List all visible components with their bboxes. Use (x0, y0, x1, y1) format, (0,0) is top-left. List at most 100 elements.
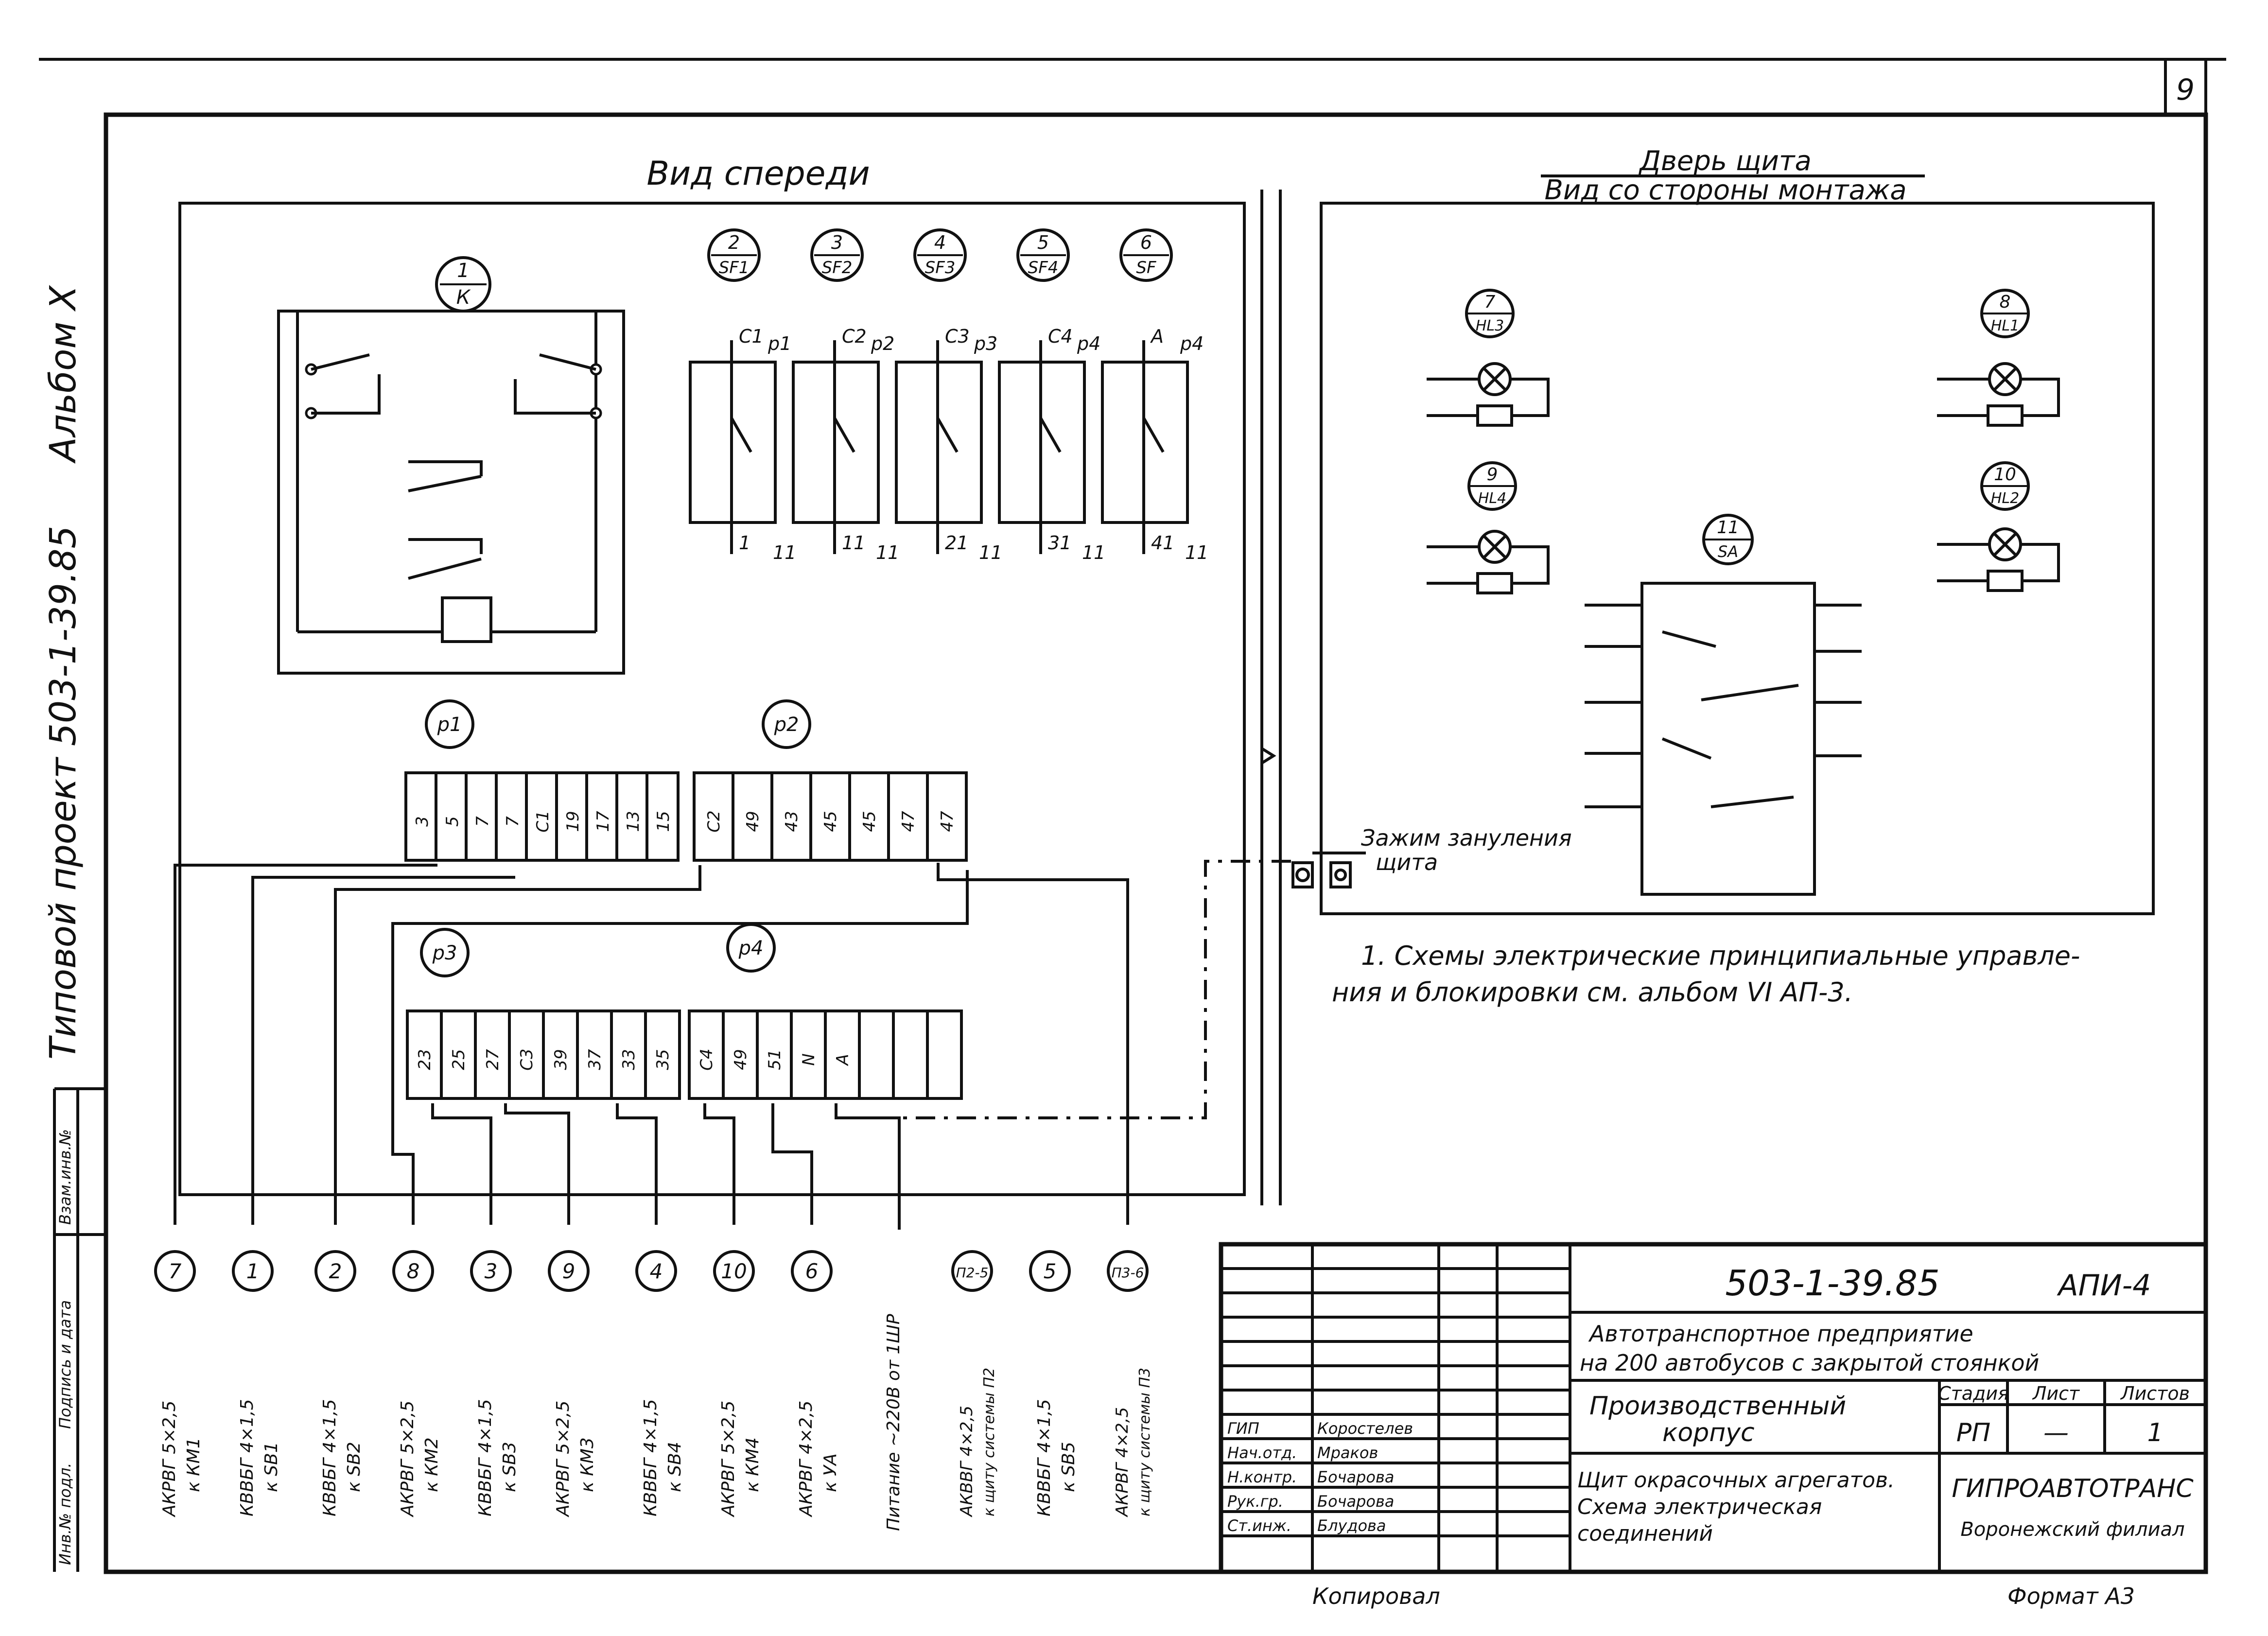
p1-cell: С1 (533, 810, 553, 832)
cable-number: 1 (246, 1259, 260, 1283)
door-title-2: Вид со стороны монтажа (1544, 174, 1906, 206)
breaker-sf4-in: С4 (1048, 326, 1073, 347)
ground-label-2: щита (1376, 849, 1438, 875)
lamp-hl4-code: НL4 (1478, 490, 1506, 507)
project-side-title: Типовой проект 503-1-39.85 (42, 525, 84, 1060)
sheet-value: — (2043, 1418, 2069, 1447)
breaker-sf4-out2: 11 (1082, 542, 1105, 563)
ground-clamp: Зажим зануления щита (1291, 825, 1572, 888)
breaker-sf2-code: SF2 (822, 258, 853, 278)
breaker-sf2-in2: р2 (871, 333, 894, 354)
relay-k: 1 К (277, 256, 625, 675)
cable-spec: КВВБГ 4×1,5 (641, 1399, 661, 1516)
internal-wiring (174, 860, 1295, 1230)
p2-cell: 47 (938, 811, 957, 832)
p4-cell: А (833, 1054, 853, 1066)
p3-cell: 33 (619, 1049, 639, 1070)
p1-cell: 5 (443, 816, 462, 827)
staff-role: Н.контр. (1227, 1468, 1297, 1486)
breaker-sf3-out2: 11 (979, 542, 1002, 563)
staff-role: Рук.гр. (1227, 1492, 1283, 1511)
cable-number: 4 (650, 1259, 663, 1283)
breaker-sf1-out2: 11 (773, 542, 796, 563)
staff-role: Ст.инж. (1227, 1516, 1291, 1535)
cable-number: 10 (721, 1259, 747, 1283)
p1-cell: 17 (593, 811, 613, 832)
p2-cell: 47 (899, 811, 918, 832)
format-label: Формат А3 (2007, 1583, 2135, 1609)
stamp-column: Инв.№ подл. Подпись и дата Взам.инв.№ (53, 1087, 106, 1572)
door-title-1: Дверь щита (1638, 145, 1812, 177)
breaker-sf-code: SF (1136, 258, 1156, 278)
lamp-hl4: 9 НL4 (1427, 461, 1550, 594)
lamp-hl3-number: 7 (1484, 292, 1496, 312)
album-side-title: Альбом X (42, 284, 84, 464)
breaker-sf4-code: SF4 (1028, 258, 1059, 278)
lamp-hl3: 7 НL3 (1427, 289, 1550, 427)
building-1: Производственный (1589, 1392, 1846, 1421)
cable-dest: к УА (820, 1453, 840, 1492)
drawing-title-1: Щит окрасочных агрегатов. (1577, 1468, 1895, 1493)
p3-cell: 39 (551, 1049, 571, 1070)
cable-list: 7 АКРВГ 5×2,5 к КМ1 1 КВВБГ 4×1,5 к SB1 … (154, 1250, 1153, 1531)
stamp-signature-date: Подпись и дата (56, 1300, 74, 1429)
p2-cell: С2 (704, 810, 724, 832)
breaker-sf-out: 41 (1151, 532, 1174, 554)
switch-sa-number: 11 (1717, 518, 1739, 538)
relay-k-number: 1 (457, 260, 469, 282)
terminal-block-p1: р1 3 5 7 7 С1 19 17 13 15 (404, 699, 680, 862)
sheet-frame (104, 112, 2208, 1574)
p3-cell: С3 (517, 1048, 537, 1070)
cable-dest: к КМ1 (184, 1437, 204, 1492)
stage-header: Стадия (1938, 1383, 2009, 1404)
cable-spec: КВВБГ 4×1,5 (237, 1399, 257, 1516)
cable-dest: к SB2 (344, 1442, 364, 1492)
sheet-code: АПИ-4 (2057, 1269, 2151, 1303)
breaker-sf-in2: р4 (1180, 333, 1204, 354)
breaker-sf2-out: 11 (842, 532, 865, 554)
stamp-replacement-inv: Взам.инв.№ (56, 1129, 74, 1225)
breaker-sf1-code: SF1 (719, 258, 750, 278)
sheet-number-box (2164, 58, 2207, 116)
lamp-hl2-code: НL2 (1991, 490, 2019, 507)
staff-name: Коростелев (1317, 1419, 1413, 1438)
breaker-sf2-out2: 11 (876, 542, 899, 563)
lamp-hl1: 8 НL1 (1937, 289, 2060, 427)
doc-code: 503-1-39.85 (1725, 1263, 1939, 1304)
cable-spec: КВВБГ 4×1,5 (320, 1399, 340, 1516)
breaker-sf3-in: С3 (945, 326, 970, 347)
p4-cell: 51 (765, 1049, 785, 1070)
p2-cell: 45 (860, 811, 879, 832)
front-view-panel (178, 202, 1246, 1196)
terminal-block-p4: р4 С4 49 51 N А (688, 923, 963, 1100)
lamp-hl1-number: 8 (2000, 292, 2011, 312)
p1-cell: 15 (654, 811, 673, 832)
breaker-sf2: 3 SF2 С2 р2 11 11 (792, 228, 899, 563)
cable-number: 7 (169, 1259, 182, 1283)
cable-spec: АКРВГ 4×2,5 (1113, 1407, 1132, 1517)
p1-cell: 7 (473, 816, 492, 827)
sheet-number: 9 (2176, 73, 2195, 107)
staff-role: Нач.отд. (1227, 1444, 1297, 1462)
breaker-sf3-number: 4 (934, 232, 946, 253)
cable-dest: к щиту системы П3 (1136, 1368, 1153, 1516)
stage-value: РП (1956, 1418, 1990, 1447)
org-title-2: на 200 автобусов с закрытой стоянкой (1580, 1350, 2039, 1376)
relay-k-code: К (456, 286, 471, 309)
sheets-header: Листов (2120, 1383, 2190, 1404)
p1-cell: 19 (563, 811, 583, 832)
lamp-hl2-number: 10 (1994, 465, 2016, 485)
cable-dest: к КМ2 (422, 1437, 442, 1492)
cable-dest: к КМ4 (743, 1437, 763, 1492)
terminal-block-p1-label: р1 (437, 714, 462, 736)
breaker-sf4: 5 SF4 С4 р4 31 11 (998, 228, 1105, 563)
breaker-sf2-number: 3 (831, 232, 843, 253)
breaker-sf-number: 6 (1140, 232, 1152, 253)
staff-name: Мраков (1317, 1444, 1378, 1462)
p1-cell: 3 (413, 816, 432, 827)
sheet-header: Лист (2032, 1383, 2080, 1404)
terminal-block-p2-label: р2 (774, 714, 799, 736)
cable-dest: к КМ3 (577, 1437, 597, 1492)
note-line-1: 1. Схемы электрические принципиальные уп… (1361, 940, 2080, 971)
cable-spec: АКРВГ 4×2,5 (796, 1401, 816, 1517)
